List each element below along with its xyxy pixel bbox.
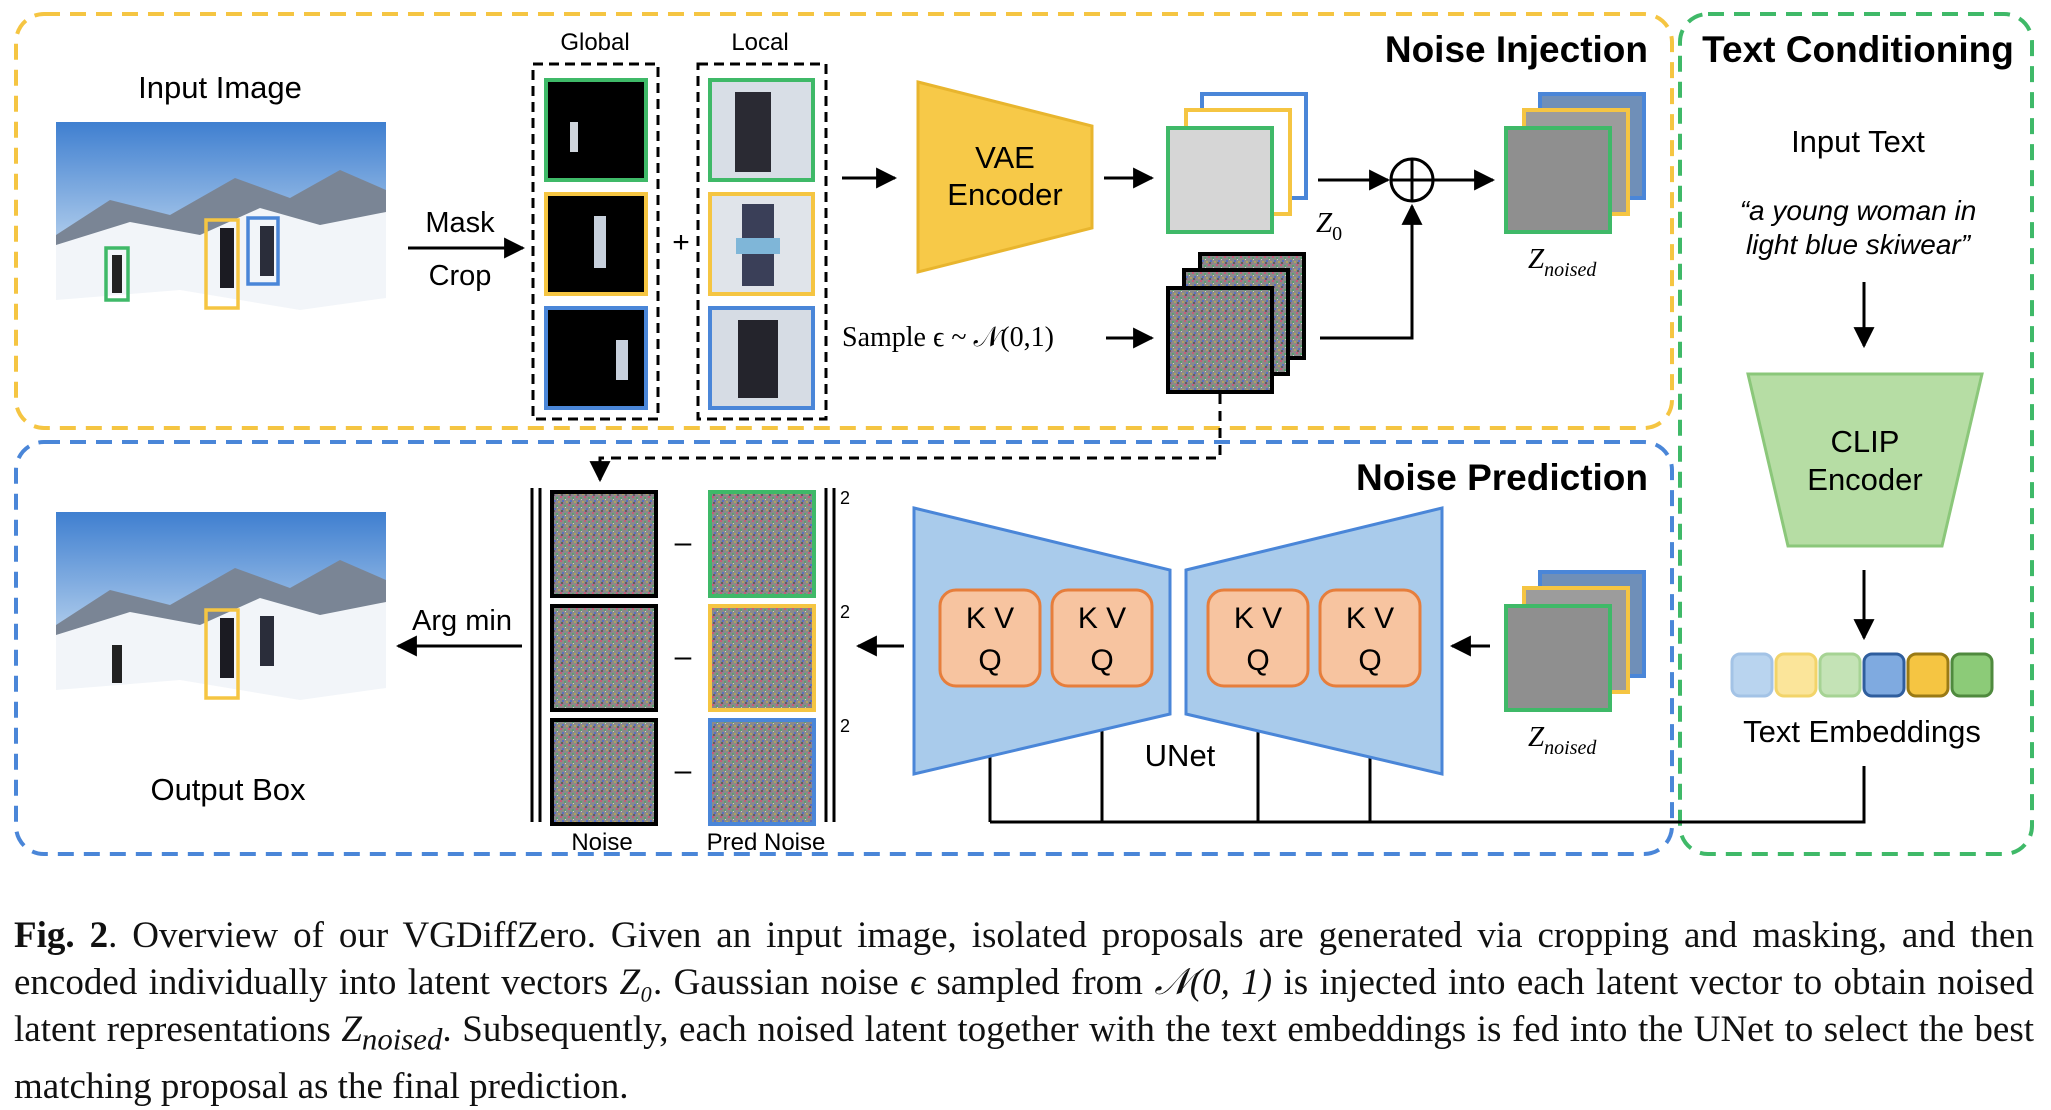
- input-text-quote-line2: light blue skiwear”: [1746, 229, 1972, 260]
- znoised-label-top: Znoised: [1528, 243, 1597, 281]
- svg-text:Q: Q: [1090, 644, 1113, 677]
- figure-caption: Fig. 2. Overview of our VGDiffZero. Give…: [14, 912, 2034, 1110]
- text-embeddings-label: Text Embeddings: [1743, 714, 1981, 749]
- noise-label: Noise: [571, 829, 632, 856]
- z0-latent-stack: [1166, 92, 1308, 234]
- squared-1: 2: [840, 488, 850, 508]
- bbox-green: [104, 246, 130, 302]
- norm-left-bars: [530, 488, 542, 822]
- svg-text:K V: K V: [1078, 602, 1126, 635]
- local-frame: [696, 62, 828, 421]
- minus-1: –: [675, 526, 692, 559]
- noise-prediction-border: [14, 440, 1674, 856]
- norm-right-bars: [824, 488, 836, 822]
- global-label: Global: [560, 29, 629, 56]
- mask-label: Mask: [425, 207, 495, 239]
- noise-stack: [1166, 252, 1306, 394]
- noise-dashed-link: [589, 394, 1222, 483]
- text-conditioning-title: Text Conditioning: [1702, 29, 2014, 70]
- crop-label: Crop: [429, 260, 492, 292]
- output-bbox: [204, 608, 240, 700]
- svg-text:Q: Q: [1246, 644, 1269, 677]
- minus-2: –: [675, 640, 692, 673]
- bbox-yellow: [204, 218, 240, 310]
- svg-text:K V: K V: [966, 602, 1014, 635]
- clip-label-line1: CLIP: [1831, 424, 1900, 459]
- caption-znoised: Z: [341, 1009, 362, 1050]
- caption-znoised-sub: noised: [361, 1022, 443, 1057]
- caption-z0: Z₀: [619, 962, 653, 1003]
- noise-column: [550, 490, 658, 826]
- minus-3: –: [675, 754, 692, 787]
- svg-text:K V: K V: [1346, 602, 1394, 635]
- kvq-block-3: K V Q: [1206, 588, 1310, 688]
- caption-text-a: . Overview of our VGDiffZero. Given an i…: [14, 915, 2034, 1003]
- caption-text-e: . Subsequently, each noised latent toget…: [14, 1009, 2034, 1108]
- unet-encoder-half: [912, 506, 1172, 776]
- input-text-quote-line1: “a young woman in: [1740, 195, 1977, 226]
- plus-sign: +: [672, 226, 690, 259]
- input-text-label: Input Text: [1791, 124, 1925, 159]
- figure-diagram: Noise Injection Text Conditioning Noise …: [14, 12, 2034, 856]
- znoised-stack-top: [1504, 92, 1646, 234]
- clip-label-line2: Encoder: [1807, 462, 1922, 497]
- kvq-block-2: K V Q: [1050, 588, 1154, 688]
- caption-fig-number: Fig. 2: [14, 915, 109, 956]
- arg-min-label: Arg min: [412, 605, 512, 637]
- caption-text-c: sampled from: [925, 962, 1155, 1003]
- text-conditioning-border: [1678, 12, 2034, 856]
- sample-label: Sample ϵ ~ 𝒩(0,1): [842, 322, 1054, 353]
- vae-label-line1: VAE: [975, 140, 1035, 175]
- caption-normal: 𝒩(0, 1): [1154, 962, 1273, 1003]
- svg-text:K V: K V: [1234, 602, 1282, 635]
- vae-label-line2: Encoder: [947, 177, 1062, 212]
- squared-2: 2: [840, 602, 850, 622]
- caption-text-b: . Gaussian noise: [652, 962, 911, 1003]
- input-image: [56, 122, 386, 374]
- output-image: [56, 512, 386, 764]
- output-box-label: Output Box: [150, 772, 306, 807]
- pred-noise-label: Pred Noise: [707, 829, 826, 856]
- kvq-block-4: K V Q: [1318, 588, 1422, 688]
- kvq-block-1: K V Q: [938, 588, 1042, 688]
- clip-encoder: [1746, 372, 1984, 548]
- bbox-blue: [246, 216, 280, 286]
- squared-3: 2: [840, 716, 850, 736]
- svg-text:Q: Q: [1358, 644, 1381, 677]
- noise-injection-border: [14, 12, 1674, 430]
- svg-text:Q: Q: [978, 644, 1001, 677]
- local-crops: [708, 78, 815, 410]
- noise-prediction-title: Noise Prediction: [1356, 457, 1648, 498]
- znoised-stack-bottom: [1504, 570, 1646, 712]
- embedding-feed-line: [990, 766, 1866, 824]
- noise-to-plus-line: [1320, 203, 1423, 340]
- unet-decoder-half: [1184, 506, 1444, 776]
- noise-injection-title: Noise Injection: [1385, 29, 1648, 70]
- global-crops: [544, 78, 648, 410]
- z0-label: Z0: [1316, 207, 1342, 245]
- caption-eps: ϵ: [910, 962, 925, 1003]
- vae-encoder: [916, 80, 1094, 274]
- text-embeddings-blocks: [1730, 652, 1994, 698]
- add-operator: [1389, 157, 1435, 203]
- znoised-label-bottom: Znoised: [1528, 721, 1597, 759]
- pred-noise-column: [708, 490, 816, 826]
- caption-text-d: is injected into each latent vector to o…: [14, 962, 2034, 1050]
- unet-label: UNet: [1145, 738, 1216, 773]
- local-label: Local: [731, 29, 788, 56]
- input-image-label: Input Image: [138, 70, 302, 105]
